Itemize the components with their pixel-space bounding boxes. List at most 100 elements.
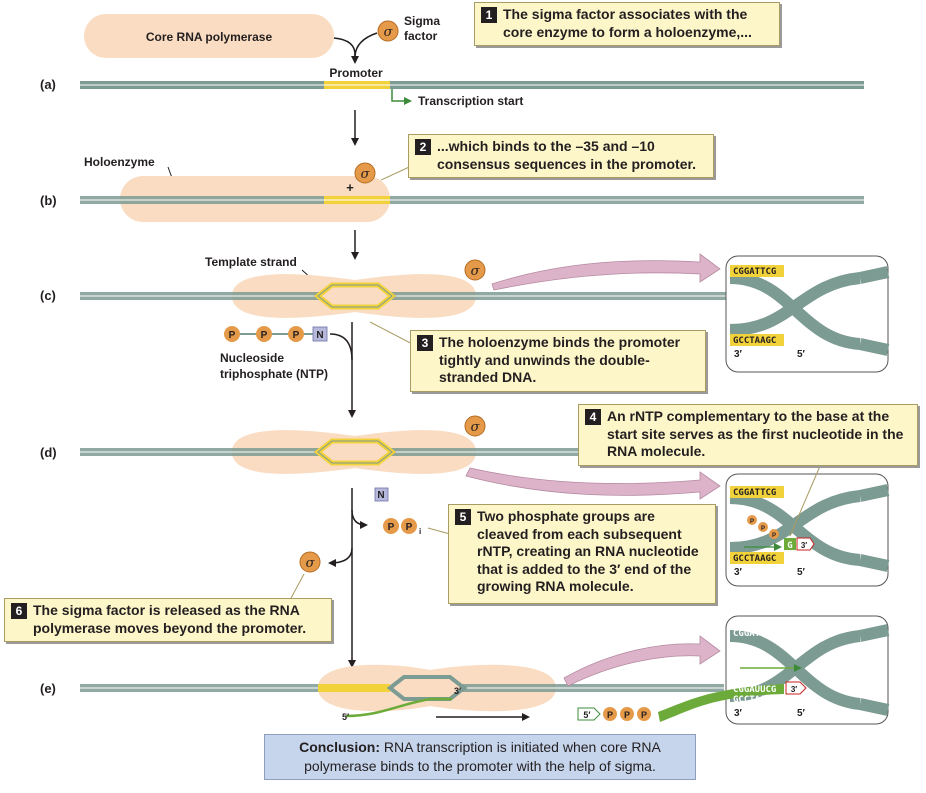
callout-5-text: Two phosphate groups are cleaved from ea… (477, 508, 699, 594)
zoom-d-strand-ends (858, 484, 890, 572)
seq-top-d-bg (730, 486, 784, 498)
step-c-label: (c) (40, 288, 56, 303)
sigma-d-symbol: σ (471, 420, 481, 435)
sigma-release-arrow (328, 547, 353, 567)
seq-top-c-bg (730, 265, 784, 277)
seq-bottom-c: GCCTAAGC (733, 336, 776, 346)
rna-end-tag-e (785, 681, 807, 695)
callout-4-number: 4 (585, 409, 601, 425)
rna-tag-five-prime: 5′ (583, 710, 590, 720)
zoom-e-strand-ends (858, 624, 890, 716)
three-prime-c: 3′ (734, 349, 743, 360)
callout-3: 3 The holoenzyme binds the promoter tigh… (410, 330, 706, 392)
zoom-arrow-d (465, 467, 721, 500)
three-prime-d: 3′ (734, 567, 743, 578)
rna-p3: P (641, 710, 647, 720)
conclusion-text: RNA transcription is initiated when core… (304, 739, 661, 774)
step-b-label: (b) (40, 193, 57, 208)
sigma-factor-label-2: factor (404, 29, 438, 43)
ntp-p3: P (293, 330, 300, 341)
callout-6: 6 The sigma factor is released as the RN… (4, 598, 332, 642)
callout-4: 4 An rNTP complementary to the base at t… (578, 404, 918, 466)
sigma-c-icon (464, 259, 486, 281)
rna-triphosphate-e (577, 707, 651, 721)
ntp-p2: P (261, 330, 268, 341)
callout-3-number: 3 (417, 335, 433, 351)
pp-release-arrow (351, 509, 368, 529)
ppi-subscript: i (419, 527, 421, 536)
ntp-p1: P (229, 330, 236, 341)
callout-2-number: 2 (415, 139, 431, 155)
callout-2: 2 ...which binds to the –35 and –10 cons… (408, 134, 714, 178)
zoom-p3: P (772, 533, 776, 539)
rna-end-tag-e-label: 3′ (791, 685, 797, 694)
zoom-c-strand-ends (858, 266, 890, 356)
rna-strand-e (345, 697, 452, 718)
transcription-start-arrow (391, 89, 412, 105)
sigma-b-icon (354, 162, 376, 184)
callout-6-number: 6 (11, 603, 27, 619)
seq-top-c: CGGATTCG (733, 267, 776, 277)
five-prime-c: 5′ (797, 349, 806, 360)
seq-bottom-d: GCCTAAGC (733, 554, 776, 564)
five-prime-d: 5′ (797, 567, 806, 578)
zoom-p1: P (750, 519, 754, 525)
callout-6-pointer (289, 573, 305, 601)
zoom-arrow-e (563, 635, 721, 687)
callout-1-number: 1 (481, 7, 497, 23)
callout-4-text: An rNTP complementary to the base at the… (607, 408, 904, 459)
first-nucleotide: G (787, 541, 792, 551)
callout-5-number: 5 (455, 509, 471, 525)
rna-p2: P (624, 710, 630, 720)
step-a-label: (a) (40, 77, 56, 92)
sigma-c-symbol: σ (471, 264, 481, 279)
seq-bottom-e: GCCTAAGC (733, 695, 776, 705)
ntp-molecule (224, 326, 328, 342)
seq-bottom-c-bg (730, 334, 784, 346)
callout-5: 5 Two phosphate groups are cleaved from … (448, 504, 716, 604)
promoter-e (318, 684, 390, 692)
first-nt-three-prime: 3′ (801, 541, 807, 550)
callout-3-text: The holoenzyme binds the promoter tightl… (439, 334, 681, 385)
rntp-zoom-d (744, 515, 815, 551)
seq-top-e: CGGATTCG (733, 629, 776, 639)
template-strand-label: Template strand (205, 255, 297, 269)
five-prime-e: 5′ (797, 708, 806, 719)
ppi-circle-1 (383, 518, 399, 534)
rna-five-prime-e: 5′ (342, 712, 349, 722)
nucleoside-label-2: triphosphate (NTP) (220, 367, 328, 381)
core-rna-polymerase-label: Core RNA polymerase (146, 30, 273, 44)
ppi-p2: P (406, 522, 413, 533)
open-bubble-c-edge (317, 284, 393, 308)
transcription-start-label: Transcription start (418, 94, 523, 108)
callout-1: 1 The sigma factor associates with the c… (474, 2, 780, 46)
step-e-label: (e) (40, 681, 56, 696)
callout-1-text: The sigma factor associates with the cor… (503, 6, 752, 40)
ppi-p1: P (388, 522, 395, 533)
ntp-n: N (316, 330, 323, 341)
ntp-join-line (329, 333, 353, 361)
nucleoside-label-1: Nucleoside (220, 351, 284, 365)
conclusion-box: Conclusion: RNA transcription is initiat… (264, 734, 696, 780)
polymerase-e-shape (318, 664, 556, 712)
open-bubble-e (386, 675, 468, 701)
sigma-factor-icon (377, 20, 399, 42)
step-d-label: (d) (40, 445, 57, 460)
holoenzyme-label: Holoenzyme (84, 155, 155, 169)
sigma-released-symbol: σ (306, 556, 316, 571)
rna-three-prime-e: 3′ (454, 686, 461, 696)
sigma-b-symbol: σ (361, 167, 371, 182)
polymerase-d-shape (232, 430, 476, 474)
three-prime-e: 3′ (734, 708, 743, 719)
seq-top-d: CGGATTCG (733, 488, 776, 498)
polymerase-c-shape (232, 274, 476, 318)
zoom-c-strand-bottom (729, 272, 861, 336)
released-n-label: N (377, 490, 384, 501)
zoom-p2: P (761, 526, 765, 532)
sigma-factor-label-1: Sigma (404, 14, 440, 28)
ppi-circle-2 (401, 518, 417, 534)
released-n-icon (374, 487, 389, 502)
callout-4-pointer (789, 465, 821, 537)
